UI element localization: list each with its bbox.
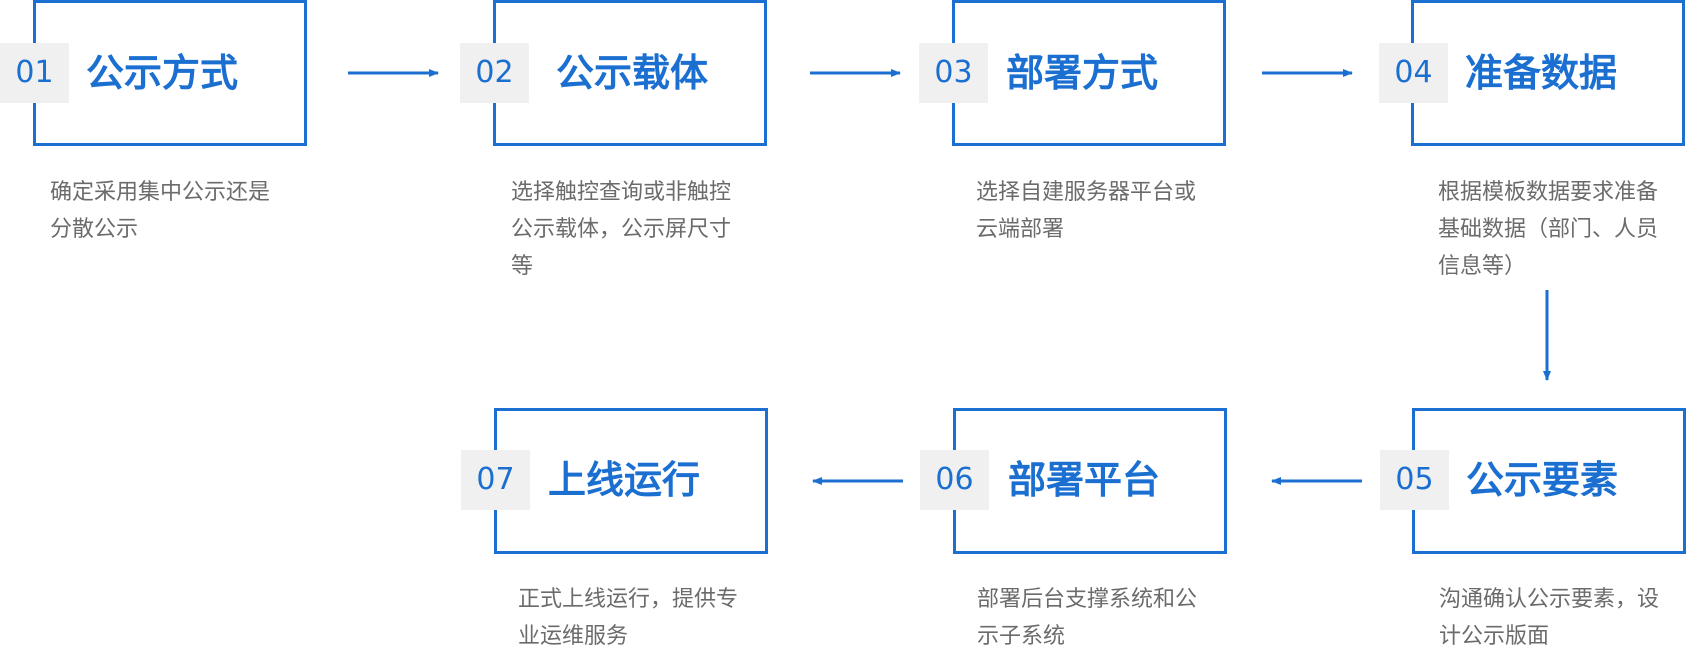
step-02-number: 02: [460, 43, 529, 103]
step-04-description: 根据模板数据要求准备基础数据（部门、人员信息等）: [1438, 180, 1659, 279]
step-03-description: 选择自建服务器平台或云端部署: [976, 180, 1197, 242]
step-02-box: [493, 0, 767, 146]
step-04-title: 准备数据: [1465, 51, 1618, 95]
step-04-box: [1411, 0, 1685, 146]
step-02-title: 公示载体: [556, 51, 709, 95]
step-05-description: 沟通确认公示要素，设计公示版面: [1439, 587, 1660, 649]
step-03-number: 03: [919, 43, 988, 103]
step-07-box: [494, 408, 768, 554]
step-06-title: 部署平台: [1008, 458, 1161, 502]
step-05-number: 05: [1380, 450, 1449, 510]
step-07-description: 正式上线运行，提供专业运维服务: [518, 587, 739, 649]
step-06-number: 06: [920, 450, 989, 510]
step-06-box: [953, 408, 1227, 554]
step-07-number: 07: [461, 450, 530, 510]
step-01-title: 公示方式: [86, 51, 239, 95]
step-06-description: 部署后台支撑系统和公示子系统: [977, 587, 1198, 649]
step-02-description: 选择触控查询或非触控公示载体，公示屏尺寸等: [511, 180, 732, 279]
step-05-title: 公示要素: [1466, 458, 1619, 502]
step-04-number: 04: [1379, 43, 1448, 103]
step-01-number: 01: [0, 43, 69, 103]
step-01-description: 确定采用集中公示还是分散公示: [50, 180, 271, 242]
step-03-title: 部署方式: [1006, 51, 1159, 95]
step-03-box: [952, 0, 1226, 146]
step-05-box: [1412, 408, 1686, 554]
step-07-title: 上线运行: [548, 458, 701, 502]
